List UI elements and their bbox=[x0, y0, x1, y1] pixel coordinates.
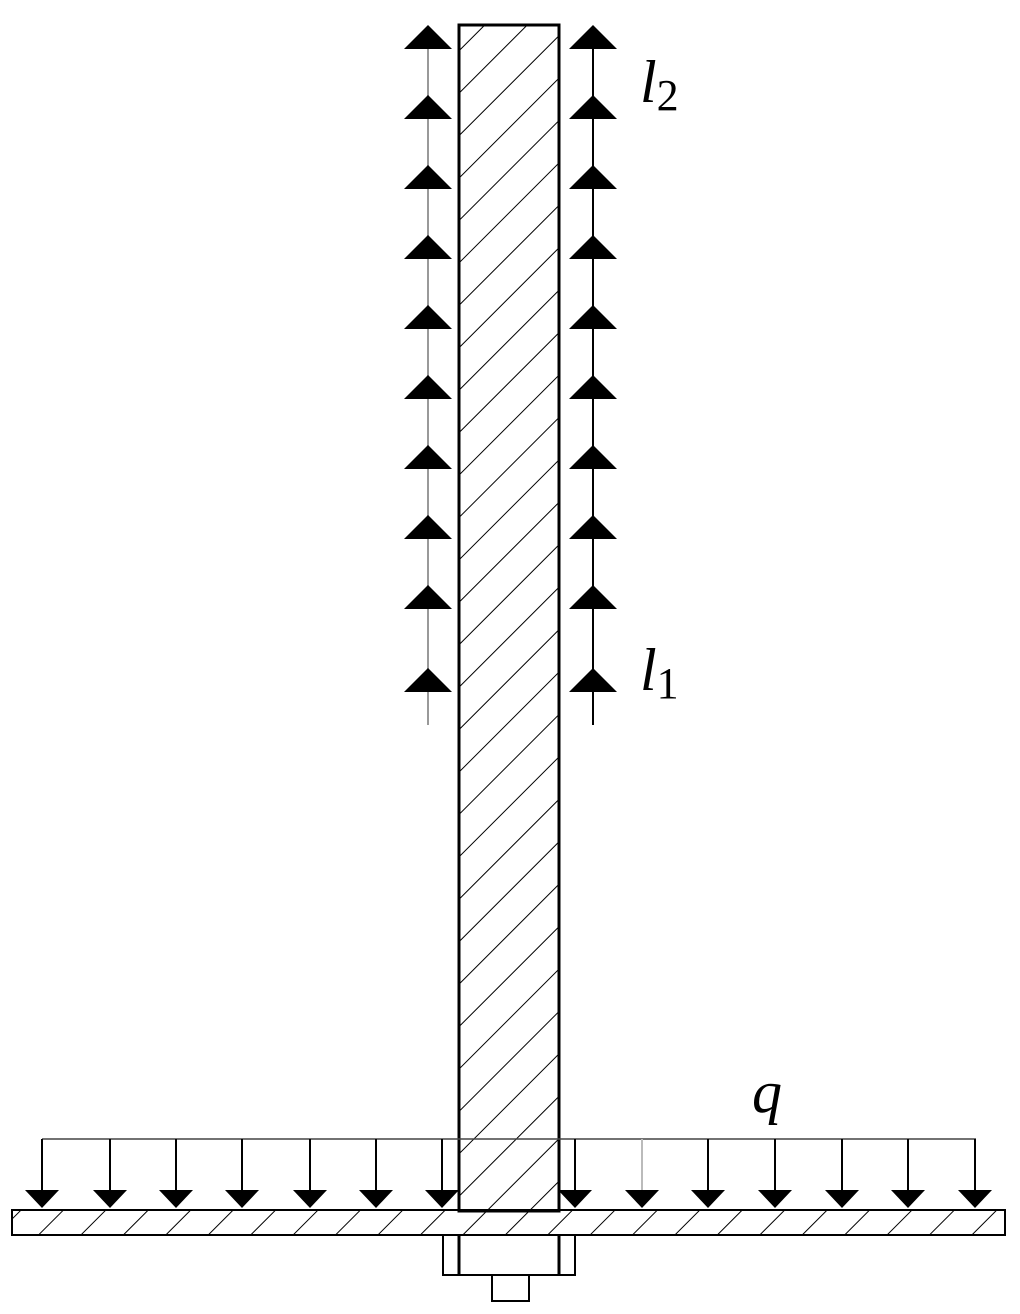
up-arrowhead bbox=[569, 235, 617, 259]
shear-stress-arrows bbox=[404, 25, 617, 725]
up-arrowhead bbox=[569, 515, 617, 539]
up-arrowhead bbox=[404, 25, 452, 49]
down-arrowhead bbox=[159, 1190, 193, 1208]
up-arrowhead bbox=[404, 95, 452, 119]
up-arrowhead bbox=[404, 235, 452, 259]
up-arrowhead bbox=[569, 95, 617, 119]
up-arrowhead bbox=[569, 305, 617, 329]
down-arrowhead bbox=[425, 1190, 459, 1208]
down-arrowhead bbox=[359, 1190, 393, 1208]
up-arrowhead bbox=[404, 515, 452, 539]
down-arrowhead bbox=[225, 1190, 259, 1208]
down-arrowhead bbox=[25, 1190, 59, 1208]
up-arrowhead bbox=[569, 445, 617, 469]
down-arrowhead bbox=[691, 1190, 725, 1208]
label-l2: l2 bbox=[640, 49, 679, 120]
up-arrowhead bbox=[569, 668, 617, 692]
up-arrowhead bbox=[404, 305, 452, 329]
up-arrowhead bbox=[404, 445, 452, 469]
down-arrowhead bbox=[758, 1190, 792, 1208]
up-arrowhead bbox=[569, 165, 617, 189]
up-arrowhead bbox=[404, 375, 452, 399]
base-plate bbox=[11, 1209, 1006, 1236]
up-arrowhead bbox=[569, 585, 617, 609]
up-arrowhead bbox=[404, 585, 452, 609]
down-arrowhead bbox=[891, 1190, 925, 1208]
label-l1: l1 bbox=[640, 637, 679, 708]
up-arrowhead bbox=[569, 25, 617, 49]
label-q: q bbox=[752, 1059, 782, 1125]
down-arrowhead bbox=[558, 1190, 592, 1208]
up-arrowhead bbox=[569, 375, 617, 399]
distributed-load-q bbox=[25, 1138, 992, 1208]
down-arrowhead bbox=[825, 1190, 859, 1208]
bolt-end bbox=[491, 1274, 530, 1302]
down-arrowhead bbox=[625, 1190, 659, 1208]
up-arrowhead bbox=[404, 165, 452, 189]
up-arrowhead bbox=[404, 668, 452, 692]
down-arrowhead bbox=[293, 1190, 327, 1208]
down-arrowhead bbox=[958, 1190, 992, 1208]
nut bbox=[442, 1234, 576, 1276]
bolt-shank bbox=[457, 23, 561, 1213]
down-arrowhead bbox=[93, 1190, 127, 1208]
